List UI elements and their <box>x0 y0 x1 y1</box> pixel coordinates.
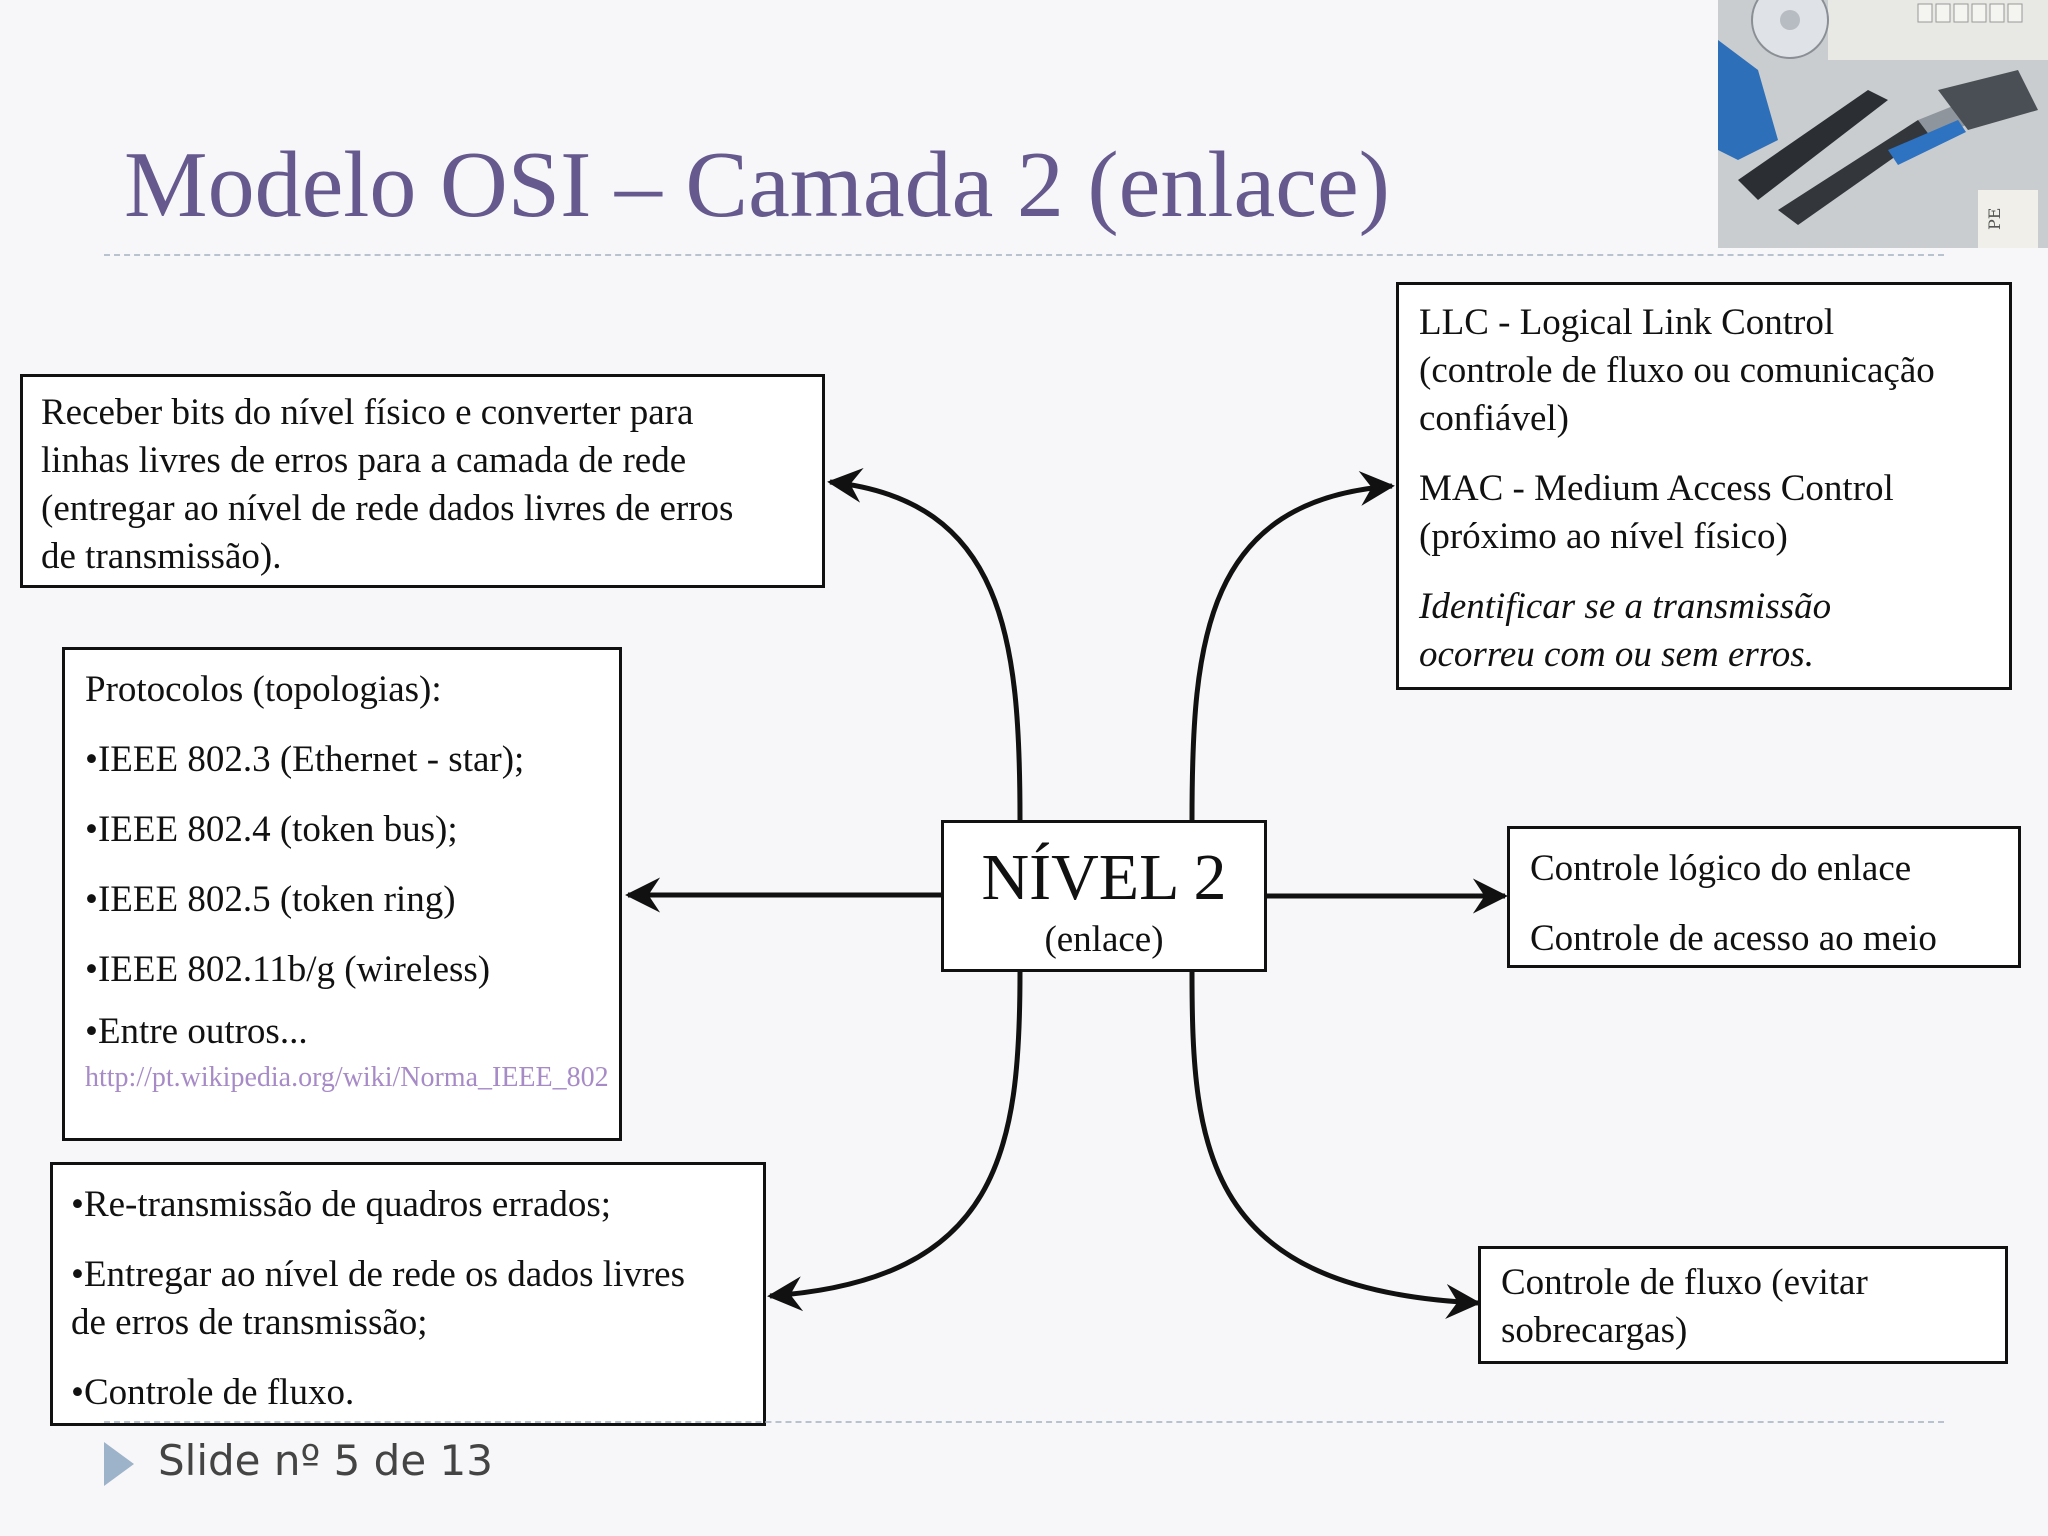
svg-text:PE: PE <box>1985 208 2004 230</box>
protocol-item: •IEEE 802.5 (token ring) <box>85 879 456 920</box>
center-node-title: NÍVEL 2 <box>981 841 1227 914</box>
error-detection-note: ocorreu com ou sem erros. <box>1419 634 1814 675</box>
retransmission-box: •Re-transmissão de quadros errados; •Ent… <box>50 1162 766 1426</box>
footer-divider <box>104 1421 1944 1423</box>
link-control-box: Controle lógico do enlace Controle de ac… <box>1507 826 2021 968</box>
flow-control-line: Controle de fluxo (evitar <box>1501 1262 1868 1303</box>
llc-description: (controle de fluxo ou comunicação <box>1419 350 1935 391</box>
receive-line: de transmissão). <box>41 536 282 577</box>
llc-title: LLC - Logical Link Control <box>1419 302 1835 343</box>
slide-title: Modelo OSI – Camada 2 (enlace) <box>124 133 1390 237</box>
protocol-item: •IEEE 802.11b/g (wireless) <box>85 949 491 990</box>
footer-triangle-icon <box>104 1442 134 1486</box>
center-node-subtitle: (enlace) <box>1044 919 1164 960</box>
retransmission-item: •Entregar ao nível de rede os dados livr… <box>71 1254 685 1295</box>
protocols-box: Protocolos (topologias): •IEEE 802.3 (Et… <box>62 647 622 1141</box>
link-control-line: Controle lógico do enlace <box>1530 848 1912 889</box>
center-node-nivel-2: NÍVEL 2 (enlace) <box>941 820 1267 972</box>
receive-line: (entregar ao nível de rede dados livres … <box>41 488 734 529</box>
retransmission-item: •Controle de fluxo. <box>71 1372 355 1413</box>
llc-mac-box: LLC - Logical Link Control (controle de … <box>1396 282 2012 690</box>
flow-control-box: Controle de fluxo (evitar sobrecargas) <box>1478 1246 2008 1364</box>
flow-control-line: sobrecargas) <box>1501 1310 1688 1351</box>
protocols-heading: Protocolos (topologias): <box>85 669 442 710</box>
arrow-to-llc-mac-box <box>1189 470 1395 821</box>
retransmission-item-continued: de erros de transmissão; <box>71 1302 428 1343</box>
receive-line: linhas livres de erros para a camada de … <box>41 440 687 481</box>
llc-description: confiável) <box>1419 398 1569 439</box>
wikipedia-link[interactable]: http://pt.wikipedia.org/wiki/Norma_IEEE_… <box>85 1062 609 1093</box>
error-detection-note: Identificar se a transmissão <box>1419 586 1832 627</box>
slide-number: Slide nº 5 de 13 <box>158 1436 493 1485</box>
mac-title: MAC - Medium Access Control <box>1419 468 1894 509</box>
protocol-item: •IEEE 802.3 (Ethernet - star); <box>85 739 525 780</box>
tools-photo: PE <box>1718 0 2048 248</box>
arrow-to-flow-box <box>1189 971 1481 1319</box>
protocol-item: •IEEE 802.4 (token bus); <box>85 809 458 850</box>
receive-bits-box: Receber bits do nível físico e converter… <box>20 374 825 588</box>
link-control-line: Controle de acesso ao meio <box>1530 918 1937 959</box>
title-divider <box>104 254 1944 256</box>
arrow-to-retransmission-box <box>767 971 1023 1312</box>
mac-description: (próximo ao nível físico) <box>1419 516 1788 557</box>
retransmission-item: •Re-transmissão de quadros errados; <box>71 1184 612 1225</box>
arrow-to-receive-box <box>827 467 1023 821</box>
protocol-item: •Entre outros... <box>85 1011 308 1052</box>
receive-line: Receber bits do nível físico e converter… <box>41 392 694 433</box>
